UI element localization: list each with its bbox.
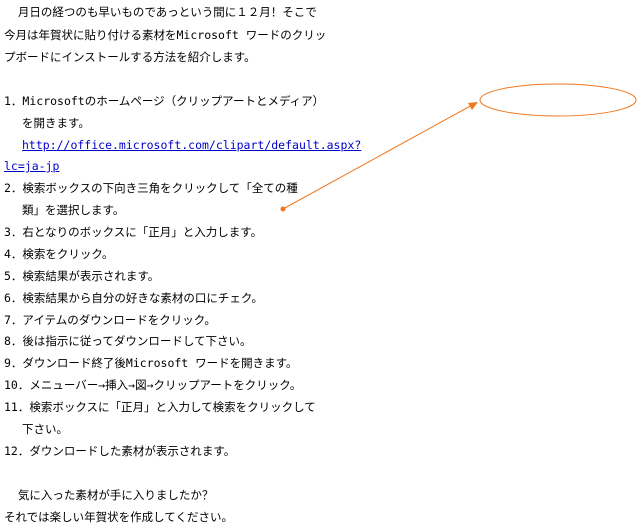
step-10-text: 10．メニューバー→挿入→図→クリップアートをクリック。 [4, 378, 302, 392]
annotation-dot [280, 206, 286, 212]
step-11-text: 11．検索ボックスに「正月」と入力して検索をクリックして [4, 400, 316, 414]
step-12-text: 12．ダウンロードした素材が表示されます。 [4, 444, 236, 458]
intro-line-3: プボードにインストールする方法を紹介します。 [4, 50, 256, 64]
outro-line-2: それでは楽しい年賀状を作成してください。 [4, 510, 233, 524]
clipart-link-cont[interactable]: lc=ja-jp [4, 159, 60, 173]
step-9-text: 9．ダウンロード終了後Microsoft ワードを開きます。 [4, 356, 298, 370]
outro-line-1: 気に入った素材が手に入りましたか？ [4, 488, 214, 502]
clipart-link[interactable]: http://office.microsoft.com/clipart/defa… [22, 138, 362, 152]
annotation-ellipse [479, 83, 637, 117]
intro-line-1: 月日の経つのも早いものであっという間に１２月！そこで [4, 5, 317, 19]
annotation-arrowhead [468, 102, 478, 110]
step-7-text: 7．アイテムのダウンロードをクリック。 [4, 313, 216, 327]
step-1-text: 1．Microsoftのホームページ（クリップアートとメディア） [4, 94, 325, 108]
step-6-text: 6．検索結果から自分の好きな素材の口にチェク。 [4, 291, 264, 305]
step-3-text: 3．右となりのボックスに「正月」と入力します。 [4, 225, 263, 239]
step-8-text: 8．後は指示に従ってダウンロードして下さい。 [4, 334, 252, 348]
step-4-text: 4．検索をクリック。 [4, 247, 114, 261]
step-11-text-cont: 下さい。 [22, 422, 68, 436]
step-5-text: 5．検索結果が表示されます。 [4, 269, 160, 283]
step-1-text-cont: を開きます。 [22, 116, 90, 130]
step-2-text: 2．検索ボックスの下向き三角をクリックして「全ての種 [4, 181, 298, 195]
step-2-text-cont: 類」を選択します。 [22, 203, 125, 217]
intro-line-2: 今月は年賀状に貼り付ける素材をMicrosoft ワードのクリッ [4, 28, 327, 42]
annotation-arrow-line [282, 103, 475, 210]
